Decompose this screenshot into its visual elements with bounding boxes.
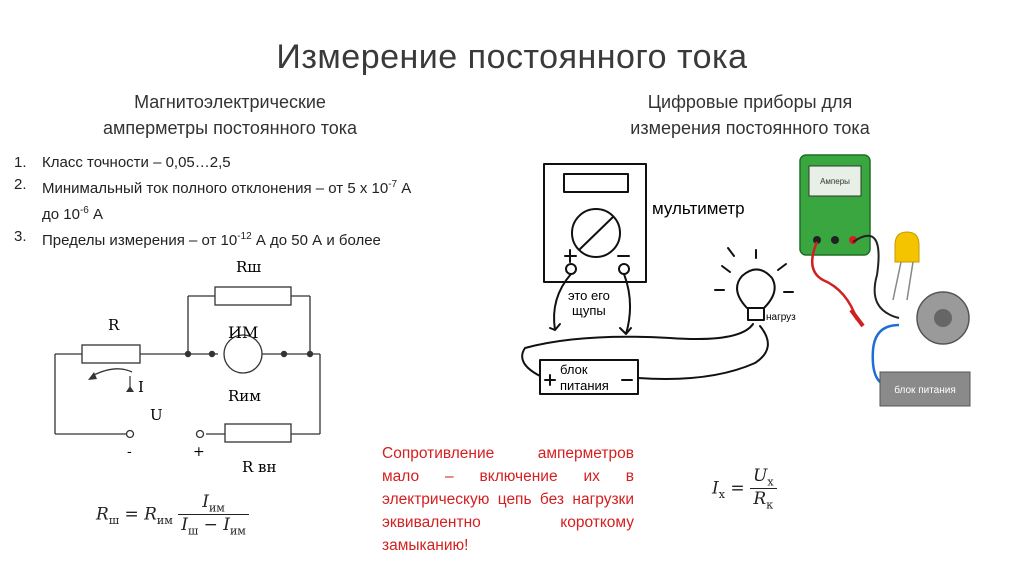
page-title: Измерение постоянного тока [276, 38, 748, 76]
shunt-fraction: Iим Iш − Iим [178, 492, 249, 538]
left-heading: Магнитоэлектрические амперметры постоянн… [60, 89, 400, 141]
spec-list: 1. Класс точности – 0,05…2,5 2. Минималь… [14, 152, 514, 252]
ammeter-photo: Амперы блок питания [799, 154, 971, 407]
label-current: I [138, 378, 144, 396]
gray-psu-label: блок питания [894, 384, 956, 396]
current-formula: Ix = Ux Rк [712, 466, 777, 512]
label-plus: + [193, 444, 205, 460]
load-wire-top [521, 323, 754, 377]
probe-wire-right [619, 273, 632, 335]
probes-label-line1: это его [568, 288, 610, 303]
multimeter-label: мультиметр [652, 199, 745, 218]
label-r-shunt: Rш [236, 258, 261, 276]
label-meter: ИМ [228, 323, 258, 342]
right-heading: Цифровые приборы для измерения постоянно… [590, 89, 910, 141]
bulb-base [747, 307, 765, 321]
label-minus: - [127, 444, 132, 460]
shunt-resistor [214, 286, 292, 306]
psu-label-line2: питания [560, 378, 609, 393]
light-bulb-icon [736, 268, 776, 309]
label-voltage: U [150, 406, 163, 424]
label-r-ext: R вн [242, 458, 277, 476]
label-r: R [108, 316, 120, 334]
probes-label-line2: щупы [572, 303, 606, 318]
red-wire [810, 241, 859, 321]
load-label: нагруз [766, 312, 796, 323]
multimeter-sketch: мультиметр это его щупы нагруз блок пита… [521, 163, 796, 395]
multimeter-dial [571, 208, 621, 258]
terminal-minus [125, 429, 135, 439]
probe-wire-left [549, 273, 572, 331]
load-wire-bottom [637, 325, 769, 380]
list-item: 3. Пределы измерения – от 10-12 А до 50 … [14, 228, 381, 249]
right-heading-line1: Цифровые приборы для [647, 92, 853, 112]
right-heading-line2: измерения постоянного тока [630, 118, 870, 138]
external-resistor [224, 423, 292, 443]
ammeter-circuit-diagram: Rш R ИМ I U Rим R вн - + [54, 258, 321, 476]
terminal-plus [195, 429, 205, 439]
warning-text: Сопротивление амперметров мало – включен… [382, 445, 634, 554]
led-icon [894, 231, 920, 263]
left-heading-line2: амперметры постоянного тока [102, 118, 358, 138]
power-supply-box [539, 359, 639, 395]
multimeter-display [563, 173, 629, 193]
gray-power-supply [879, 371, 971, 407]
shunt-formula: Rш = Rим Iим Iш − Iим [96, 492, 249, 538]
left-heading-line1: Магнитоэлектрические [134, 92, 326, 112]
list-item: 1. Класс точности – 0,05…2,5 [14, 154, 231, 171]
multimeter-body [543, 163, 647, 283]
blue-wire [871, 323, 900, 387]
psu-label-line1: блок [560, 362, 588, 377]
meter-label: Амперы [820, 177, 850, 186]
list-item: 2. Минимальный ток полного отклонения – … [14, 176, 412, 223]
resistor-r [81, 344, 141, 364]
label-r-meter: Rим [228, 387, 261, 405]
current-arrow [91, 368, 133, 377]
current-fraction: Ux Rк [750, 466, 777, 512]
